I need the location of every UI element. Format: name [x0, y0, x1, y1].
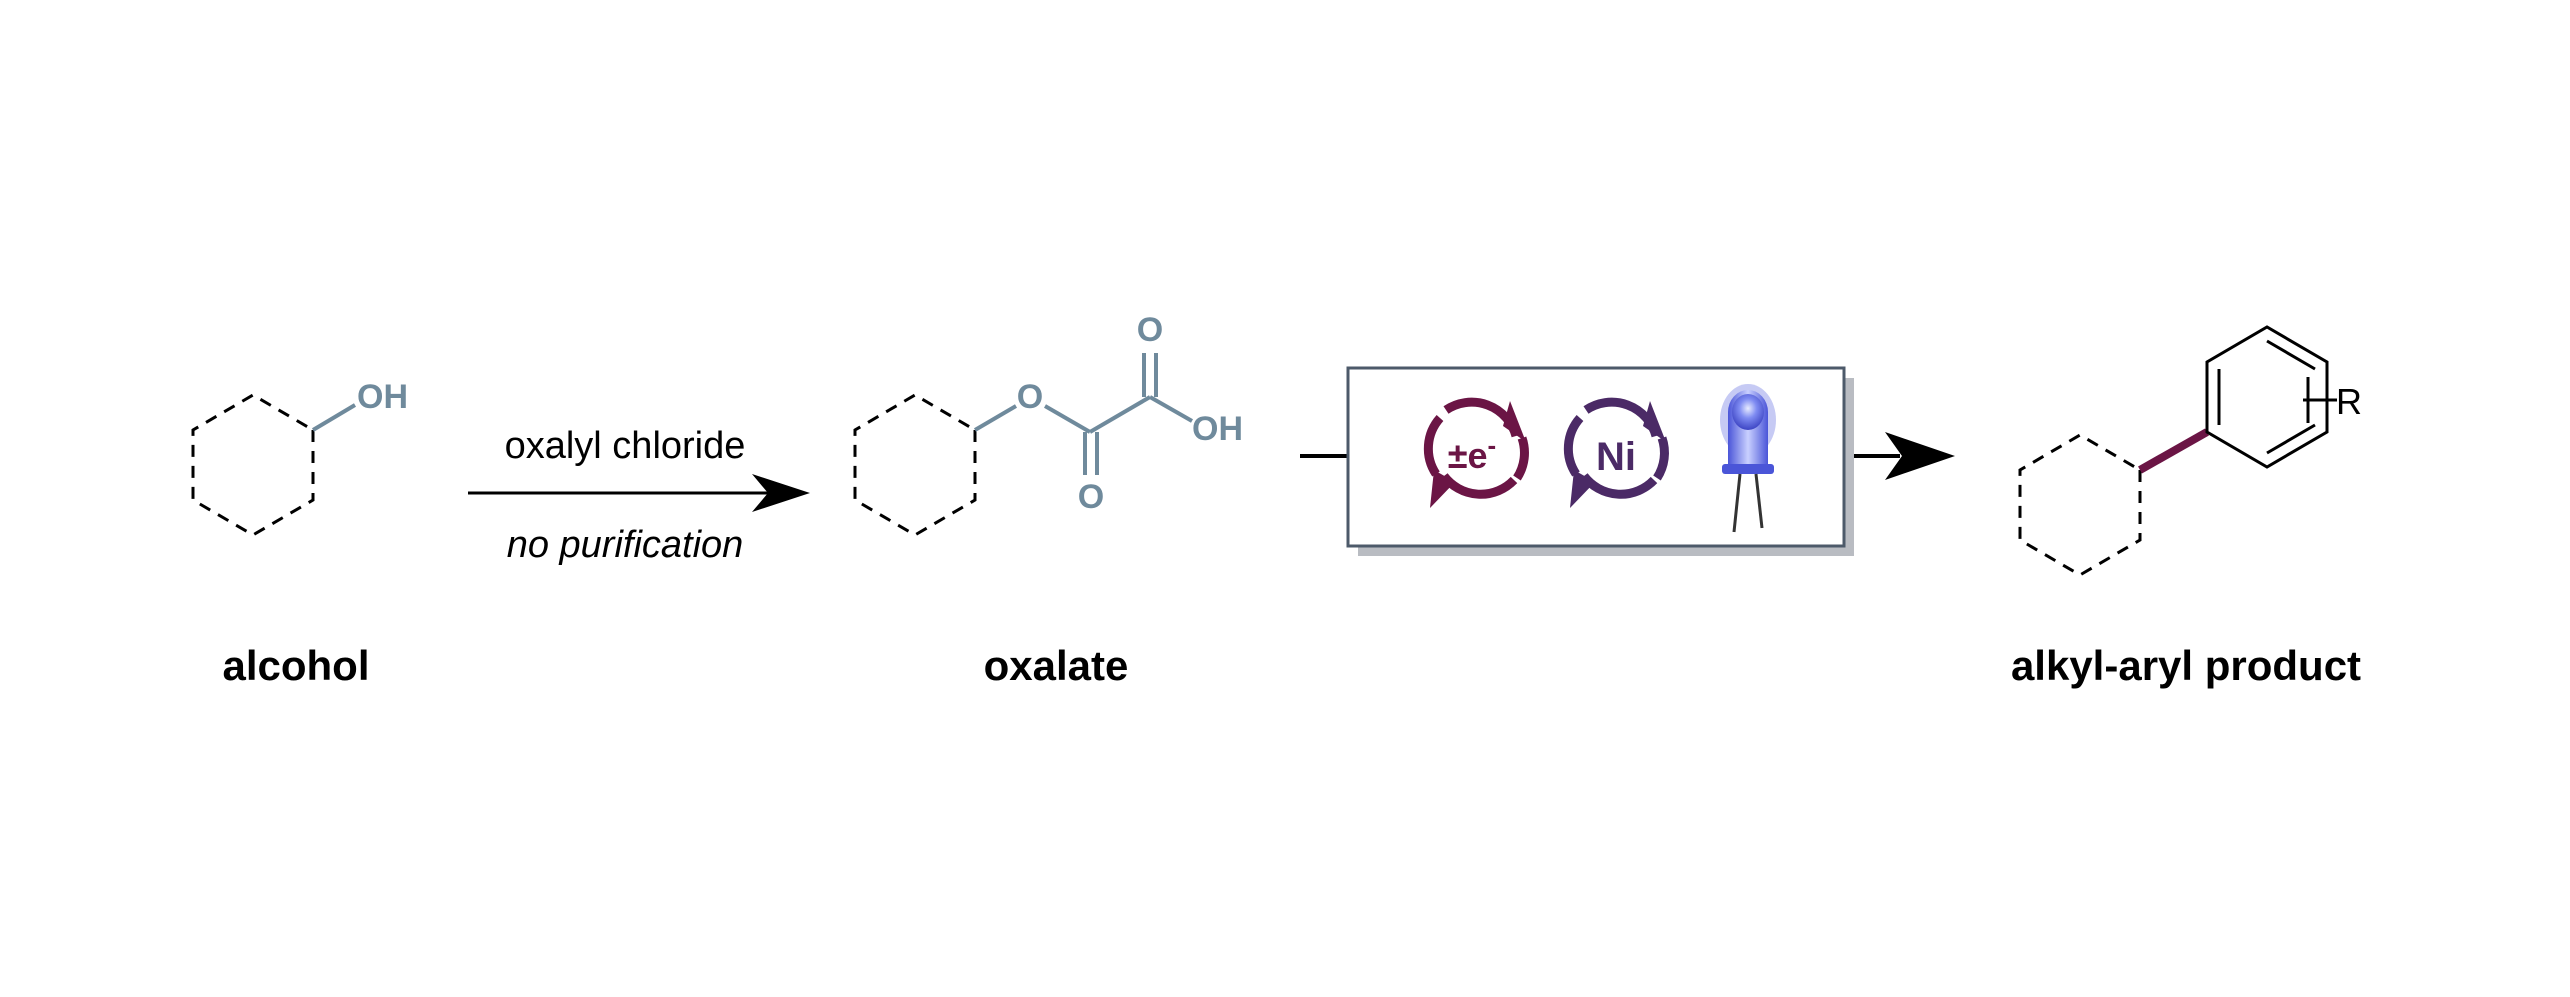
- product-structure: R: [2018, 325, 2362, 577]
- cyclohexane-ring: [2018, 433, 2142, 577]
- carbonyl-oxygen-label-1: O: [1078, 478, 1104, 516]
- c-c-bond: [1088, 395, 1152, 434]
- reagent-label: oxalyl chloride: [505, 425, 746, 467]
- benzene-double-bond-3: [2266, 423, 2316, 455]
- nickel-label: Ni: [1596, 435, 1636, 479]
- reaction-arrow-1: [468, 474, 810, 512]
- photoredox-label: ±e-: [1448, 430, 1496, 476]
- oxalate-structure: O O O OH: [853, 311, 1243, 537]
- alcohol-structure: OH: [191, 378, 408, 537]
- nickel-cycle-icon: Ni: [1563, 397, 1669, 508]
- benzene-double-bond-2: [2266, 339, 2316, 371]
- o-c-bond: [1043, 404, 1092, 434]
- oxalate-label: oxalate: [984, 642, 1129, 689]
- new-c-c-bond: [2138, 428, 2209, 474]
- carbonyl-oxygen-label-2: O: [1137, 311, 1163, 349]
- acid-hydroxyl-label: OH: [1192, 410, 1243, 448]
- ester-oxygen-label: O: [1017, 378, 1043, 416]
- cyclohexane-ring: [191, 393, 315, 537]
- alcohol-label: alcohol: [222, 642, 369, 689]
- arrowhead-1: [752, 474, 810, 512]
- product-label: alkyl-aryl product: [2011, 642, 2361, 689]
- benzene-ring: [2205, 325, 2329, 469]
- arrowhead-2: [1885, 432, 1955, 480]
- r-group-label: R: [2336, 381, 2362, 422]
- blue-led-icon: [1720, 384, 1776, 533]
- c-oh-bond: [1149, 395, 1193, 423]
- condition-note: no purification: [507, 524, 744, 566]
- c-o-bond: [311, 403, 357, 432]
- c-o-bond: [973, 404, 1018, 432]
- cyclohexane-ring: [853, 393, 977, 537]
- photoredox-cycle-icon: ±e-: [1423, 397, 1529, 508]
- hydroxyl-label: OH: [357, 378, 408, 416]
